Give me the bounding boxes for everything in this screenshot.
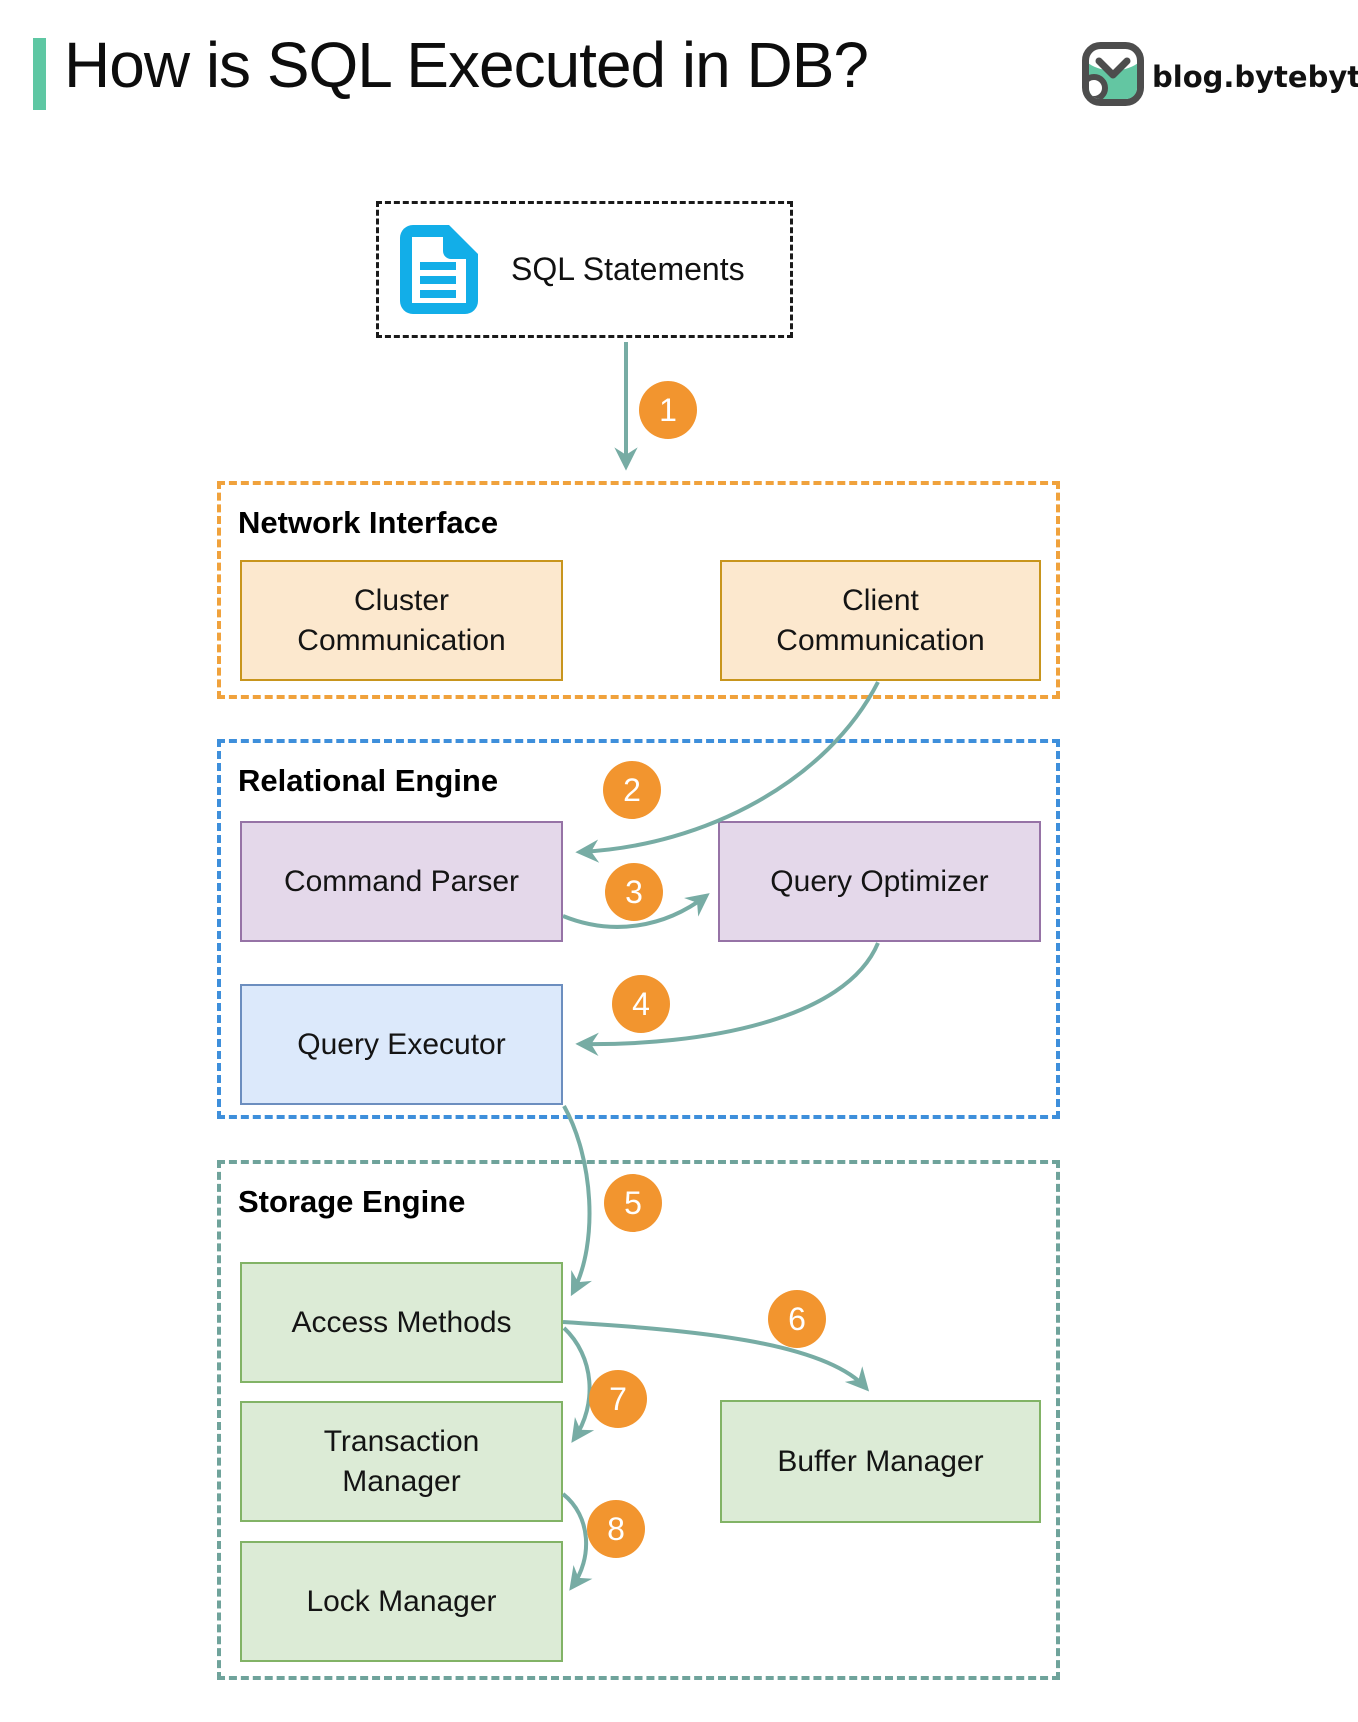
node-client-communication: Client Communication [720, 560, 1041, 681]
step-badge-3: 3 [605, 863, 663, 921]
bytebytego-logo [1082, 42, 1144, 106]
step-badge-5: 5 [604, 1174, 662, 1232]
section-storage-engine: Storage Engine [217, 1160, 1060, 1680]
step-badge-6: 6 [768, 1290, 826, 1348]
node-access-methods: Access Methods [240, 1262, 563, 1383]
node-query-executor: Query Executor [240, 984, 563, 1105]
section-storage-engine-label: Storage Engine [238, 1184, 466, 1219]
sql-statements-box: SQL Statements [376, 201, 793, 338]
step-badge-1: 1 [639, 381, 697, 439]
step-badge-8: 8 [587, 1500, 645, 1558]
node-lock-manager: Lock Manager [240, 1541, 563, 1662]
sql-document-icon [400, 224, 478, 314]
node-query-optimizer: Query Optimizer [718, 821, 1041, 942]
node-cluster-communication: Cluster Communication [240, 560, 563, 681]
step-badge-4: 4 [612, 975, 670, 1033]
page-title: How is SQL Executed in DB? [64, 29, 869, 101]
step-badge-2: 2 [603, 761, 661, 819]
node-command-parser: Command Parser [240, 821, 563, 942]
step-badge-7: 7 [589, 1370, 647, 1428]
sql-statements-label: SQL Statements [511, 251, 745, 287]
section-relational-engine-label: Relational Engine [238, 763, 499, 798]
title-accent-bar [33, 38, 46, 110]
node-transaction-manager: Transaction Manager [240, 1401, 563, 1522]
brand-url: blog.bytebytego.com [1152, 60, 1358, 94]
section-network-interface-label: Network Interface [238, 505, 499, 540]
node-buffer-manager: Buffer Manager [720, 1400, 1041, 1523]
